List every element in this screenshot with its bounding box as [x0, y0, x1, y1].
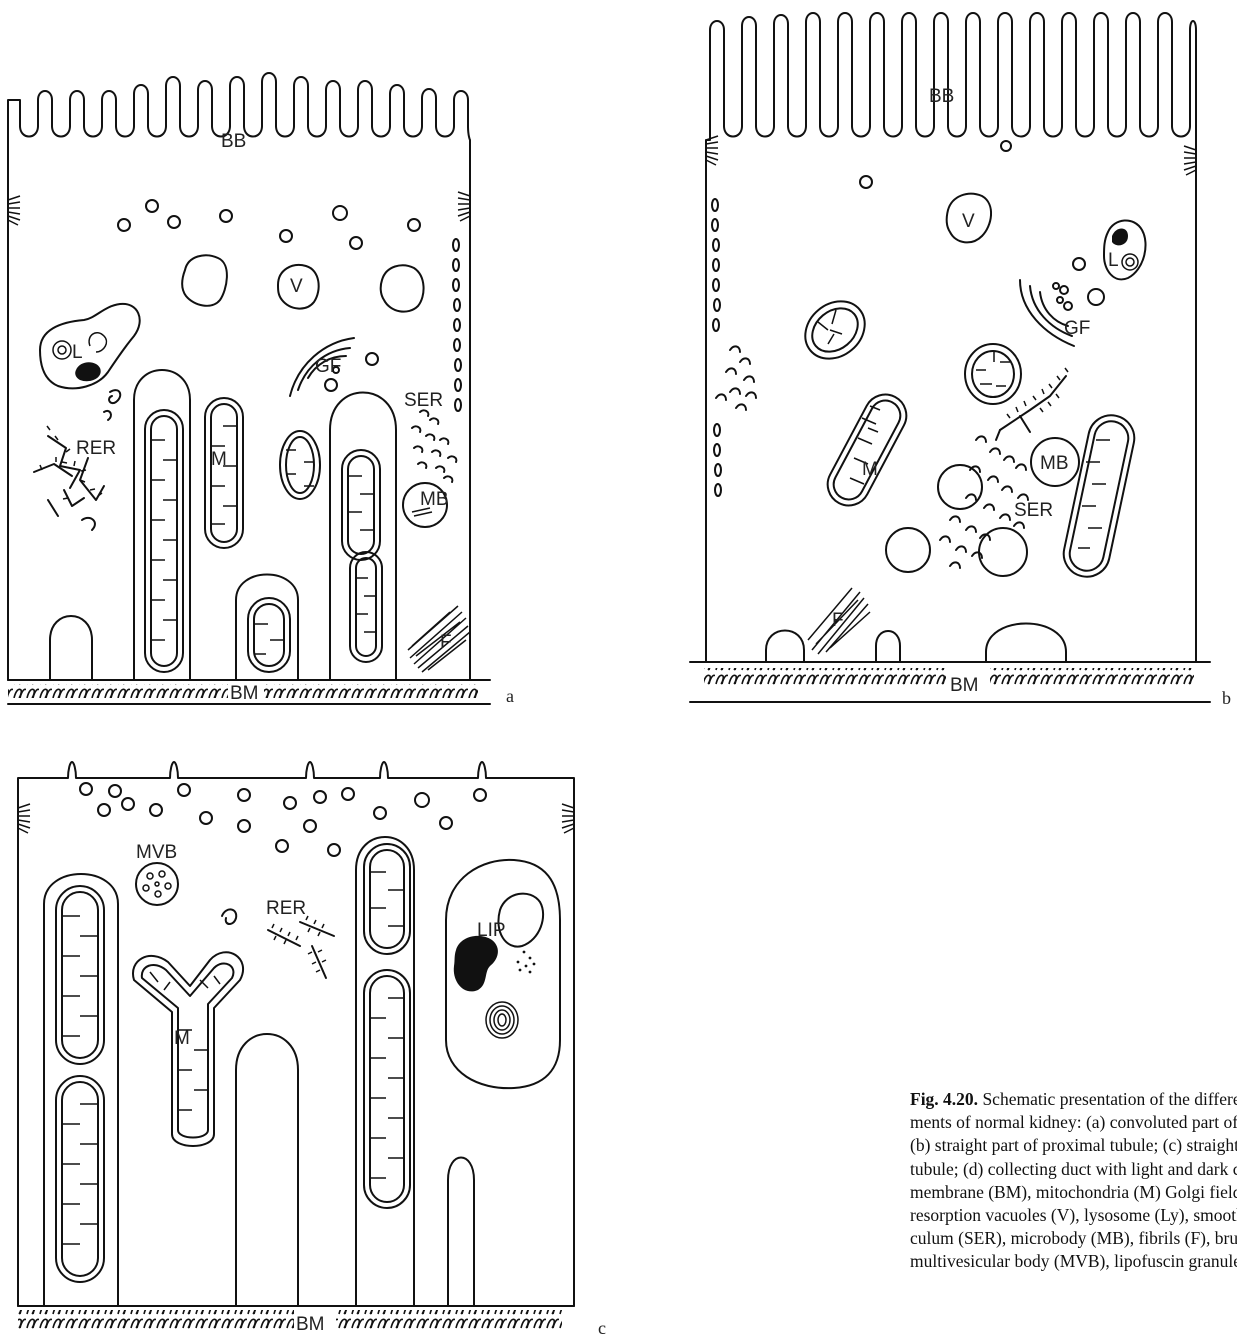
caption-line-7: culum (SER), microbody (MB), fibrils (F)… — [910, 1227, 1237, 1250]
caption-line-4: tubule; (d) collecting duct with light a… — [910, 1158, 1237, 1181]
small-vesicles-a — [118, 200, 420, 391]
caption-line-8: multivesicular body (MVB), lipofuscin gr… — [910, 1250, 1237, 1273]
label-bb-a: BB — [221, 131, 246, 152]
basal-fold-c-3 — [236, 1034, 298, 1306]
label-ser-a: SER — [404, 390, 443, 411]
basal-fold-b-3 — [986, 624, 1066, 663]
lysosome-b-whorl — [1122, 254, 1138, 270]
mitochondrion-c-2 — [56, 1076, 104, 1282]
mitochondrion-a-4 — [342, 450, 380, 560]
label-mb-a: MB — [420, 489, 449, 510]
microbody-b-4 — [979, 528, 1027, 576]
panel-letter-c: c — [598, 1318, 606, 1337]
lysosome-b-whorl-inner — [1126, 258, 1134, 266]
label-l-b: L — [1108, 250, 1119, 271]
caption-line-1: Schematic presentation of the different … — [982, 1089, 1237, 1109]
caption-line-5: membrane (BM), mitochondria (M) Golgi fi… — [910, 1181, 1237, 1204]
label-bm-b: BM — [950, 675, 979, 696]
basal-fold-b-1 — [766, 631, 804, 663]
label-bb-b: BB — [929, 86, 954, 107]
vacuole-a-1 — [182, 255, 227, 305]
label-mvb-c: MVB — [136, 842, 177, 863]
mvb-vesicles — [143, 871, 171, 897]
mitochondrion-b-2 — [965, 344, 1021, 404]
microbody-b-1 — [938, 465, 982, 509]
lateral-vesicles-a — [453, 239, 461, 411]
mitochondrion-b-1 — [794, 290, 876, 371]
junction-b-right — [1184, 146, 1196, 175]
microbody-b-3 — [886, 528, 930, 572]
caption-line-3: (b) straight part of proximal tubule; (c… — [910, 1134, 1237, 1157]
label-f-a: F — [440, 632, 452, 653]
rer-b-ribosomes — [1007, 368, 1068, 418]
label-rer-a: RER — [76, 438, 116, 459]
label-f-b: F — [832, 610, 844, 631]
lysosome-a-whorl — [53, 341, 71, 359]
fibrils-a — [408, 606, 470, 672]
basement-membrane-c — [18, 1310, 562, 1330]
label-rer-c: RER — [266, 898, 306, 919]
apical-border-c — [18, 762, 574, 1306]
caption-line-6: resorption vacuoles (V), lysosome (Ly), … — [910, 1204, 1237, 1227]
label-m-a: M — [211, 449, 227, 470]
rer-a — [34, 390, 120, 530]
mitochondrion-a-6 — [248, 598, 290, 672]
mitochondrion-c-branched — [133, 952, 243, 1146]
ser-a — [412, 410, 456, 482]
figure-caption: Fig. 4.20. Schematic presentation of the… — [910, 1088, 1237, 1337]
mitochondrion-a-1 — [145, 410, 183, 672]
junction-a-left — [8, 196, 20, 225]
panel-b: BB V L GF — [690, 13, 1231, 708]
label-bm-a: BM — [230, 683, 259, 704]
basal-fold-a-3 — [50, 616, 92, 680]
mitochondrion-a-2 — [205, 398, 243, 548]
rer-b — [996, 376, 1066, 440]
basal-fold-a-4 — [236, 575, 298, 681]
lipofuscin-granule-c — [454, 936, 498, 991]
basal-fold-a-2 — [330, 393, 396, 681]
mitochondrion-c-1 — [56, 886, 104, 1064]
label-mb-b: MB — [1040, 453, 1069, 474]
lateral-ser-b — [716, 346, 756, 410]
multivesicular-body-c — [136, 863, 178, 905]
rer-c — [222, 909, 334, 978]
lysosome-a-dense-body — [75, 362, 100, 381]
label-m-c: M — [174, 1028, 190, 1049]
small-vesicles-b — [860, 141, 1104, 310]
panel-a: BB V L — [8, 73, 514, 706]
mitochondrion-a-3 — [280, 431, 320, 499]
mitochondrion-b-4 — [1059, 411, 1138, 581]
label-bm-c: BM — [296, 1314, 325, 1335]
mitochondrion-c-4 — [364, 970, 410, 1208]
basal-fold-b-2 — [876, 631, 900, 662]
rer-c-ribosomes — [272, 916, 326, 972]
junction-a-right — [458, 192, 470, 221]
lipofuscin-whorl-c — [486, 1002, 518, 1038]
label-lip-c: LIP — [477, 920, 506, 941]
lipofuscin-dots-c — [517, 951, 536, 974]
lateral-vesicles-b — [712, 199, 721, 496]
label-v-b: V — [962, 211, 975, 232]
label-gf-b: GF — [1064, 318, 1090, 339]
label-l-a: L — [72, 342, 83, 363]
mitochondrion-c-3 — [364, 844, 410, 954]
panel-c: MVB RER LIP — [18, 762, 606, 1337]
label-m-b: M — [862, 459, 878, 480]
junction-c-right — [562, 804, 574, 833]
label-ser-b: SER — [1014, 500, 1053, 521]
mitochondrion-b-3 — [820, 387, 913, 513]
vacuole-a-3 — [381, 265, 424, 311]
label-gf-a: GF — [315, 356, 341, 377]
junction-c-left — [18, 804, 30, 833]
label-v-a: V — [290, 276, 303, 297]
figure-number: Fig. 4.20. — [910, 1089, 978, 1109]
lysosome-a-inclusion — [89, 333, 106, 352]
lysosome-b-dense — [1112, 229, 1128, 246]
mitochondrion-a-5 — [350, 552, 382, 662]
lysosome-a-whorl-inner — [58, 346, 66, 354]
basal-fold-c-4 — [448, 1158, 474, 1307]
panel-letter-b: b — [1222, 688, 1231, 708]
panel-letter-a: a — [506, 686, 514, 706]
caption-line-2: ments of normal kidney: (a) convoluted p… — [910, 1111, 1237, 1134]
